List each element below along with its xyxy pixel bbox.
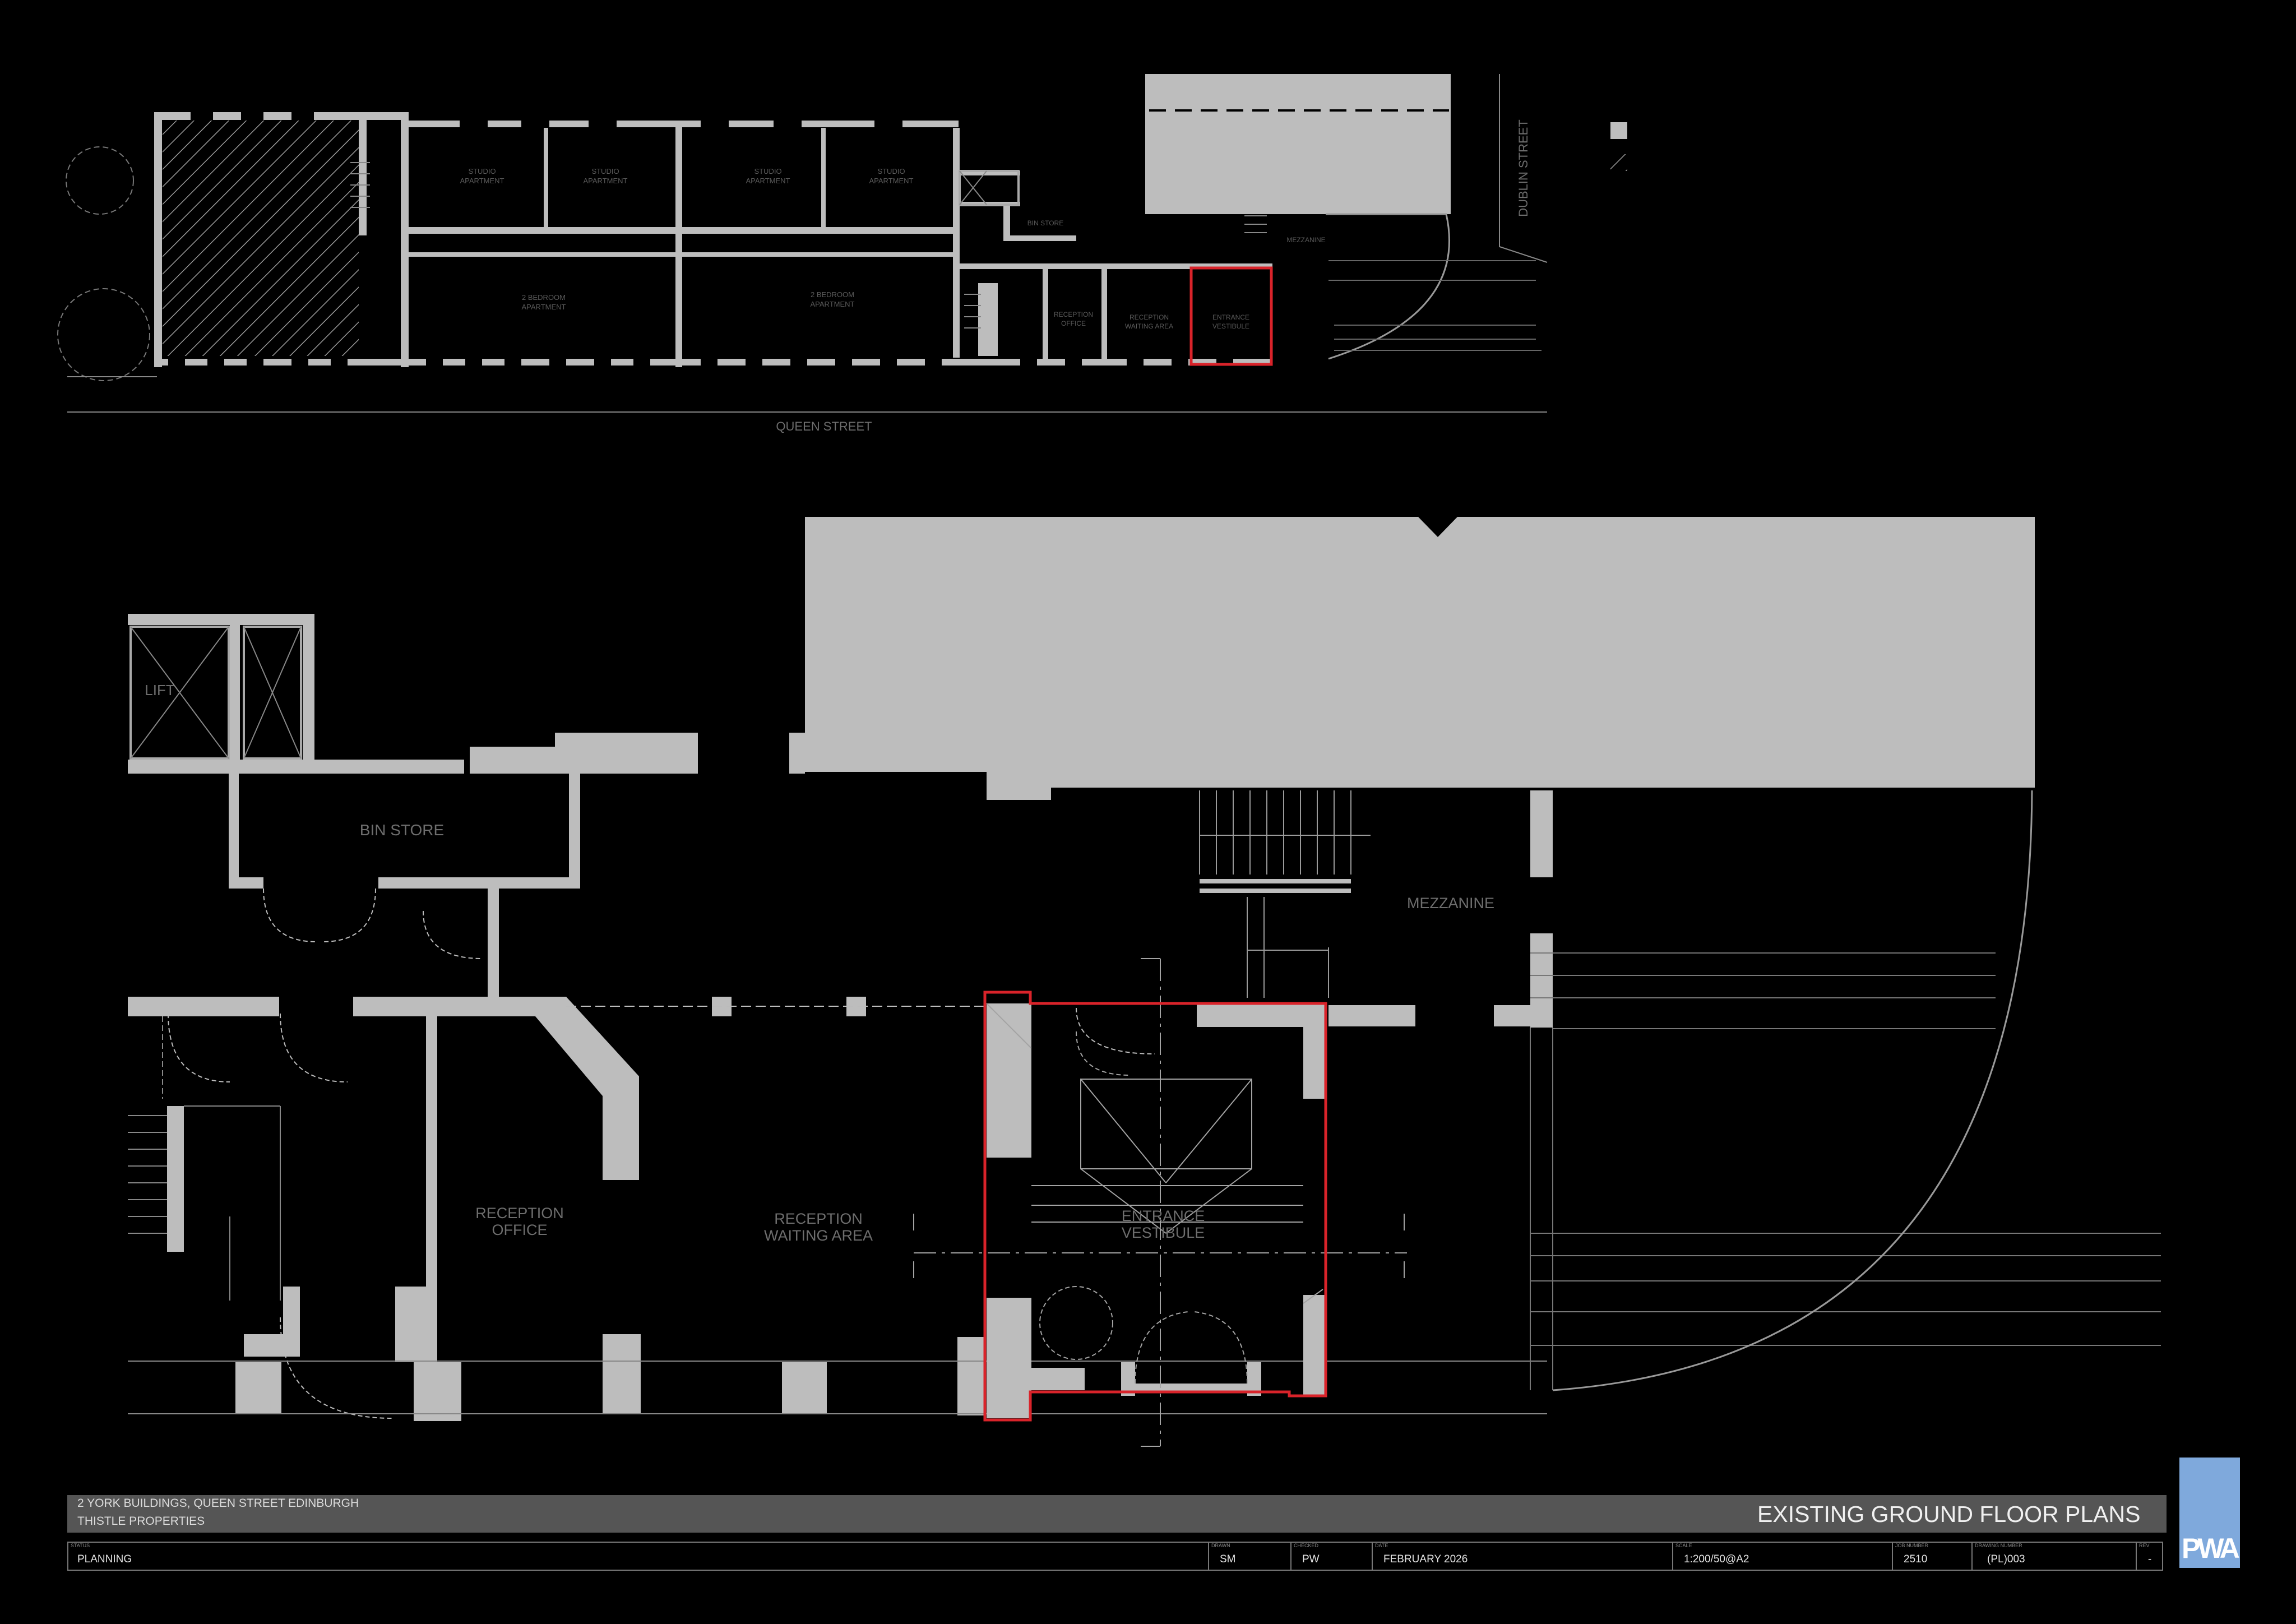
key-studio-3-l2: APARTMENT (746, 177, 790, 185)
info-row (67, 1542, 2163, 1571)
key-reception-waiting-l2: WAITING AREA (1125, 322, 1173, 330)
rev-value: - (2148, 1553, 2152, 1565)
dublin-street-label: DUBLIN STREET (1516, 119, 1530, 217)
queen-street-label: QUEEN STREET (776, 419, 872, 433)
project-address: 2 YORK BUILDINGS, QUEEN STREET EDINBURGH (77, 1497, 359, 1510)
key-studio-2-l1: STUDIO (591, 167, 619, 175)
key-entrance-highlight (1189, 266, 1273, 366)
checked-caption: CHECKED (1294, 1543, 1319, 1548)
key-mezzanine-label: MEZZANINE (1286, 236, 1325, 244)
drawing-number-caption: DRAWING NUMBER (1975, 1543, 2022, 1548)
key-2bed-2-l2: APARTMENT (811, 300, 855, 308)
key-studio-1-l1: STUDIO (468, 167, 496, 175)
key-reception-waiting-l1: RECEPTION (1130, 313, 1169, 321)
key-2bed-2-l1: 2 BEDROOM (811, 290, 854, 299)
scale-caption: SCALE (1675, 1543, 1692, 1548)
status-caption: STATUS (71, 1543, 90, 1548)
key-hatched-block (163, 121, 359, 356)
entrance-highlight (983, 991, 1327, 1422)
job-caption: JOB NUMBER (1895, 1543, 1929, 1548)
bin-store-label: BIN STORE (360, 821, 444, 839)
key-studio-4-l2: APARTMENT (869, 177, 914, 185)
reception-office-label-1: RECEPTION (475, 1205, 564, 1222)
scale-value: 1:200/50@A2 (1684, 1553, 1749, 1565)
key-studio-3-l1: STUDIO (754, 167, 781, 175)
job-value: 2510 (1904, 1553, 1928, 1565)
key-large-block (1145, 74, 1451, 214)
main-large-block (805, 517, 2035, 800)
date-value: FEBRUARY 2026 (1383, 1553, 1468, 1565)
key-reception-office-l1: RECEPTION (1054, 311, 1093, 318)
key-tree-2 (57, 288, 150, 381)
client-name: THISTLE PROPERTIES (77, 1515, 205, 1528)
vestibule-label-1: ENTRANCE (1122, 1207, 1205, 1224)
legend-solid (1610, 122, 1627, 139)
vestibule-label-2: VESTIBULE (1122, 1224, 1205, 1241)
key-plan: STUDIO APARTMENT STUDIO APARTMENT STUDIO… (57, 74, 1627, 433)
waiting-area-label-2: WAITING AREA (764, 1227, 873, 1244)
key-studio-2-l2: APARTMENT (584, 177, 628, 185)
key-studio-1-l2: APARTMENT (460, 177, 504, 185)
key-entrance-vestibule-l1: ENTRANCE (1212, 313, 1249, 321)
key-bin-store-label: BIN STORE (1027, 219, 1063, 227)
reception-office-label-2: OFFICE (492, 1222, 548, 1238)
status-value: PLANNING (77, 1553, 132, 1565)
pwa-logo: PWA (2179, 1458, 2240, 1568)
lift-label: LIFT (145, 682, 175, 698)
key-tree-1 (66, 146, 134, 215)
rev-caption: REV (2139, 1543, 2150, 1548)
key-studio-4-l1: STUDIO (877, 167, 905, 175)
title-bar (67, 1495, 2167, 1533)
key-reception-office-l2: OFFICE (1061, 320, 1086, 327)
mezzanine-label: MEZZANINE (1407, 895, 1494, 912)
checked-value: PW (1302, 1553, 1320, 1565)
date-caption: DATE (1375, 1543, 1388, 1548)
drawing-title: EXISTING GROUND FLOOR PLANS (1757, 1501, 2141, 1527)
drawing-number-value: (PL)003 (1987, 1553, 2025, 1565)
legend-hatched (1610, 154, 1627, 171)
drawn-caption: DRAWN (1211, 1543, 1230, 1548)
key-2bed-1-l1: 2 BEDROOM (522, 293, 566, 302)
drawn-value: SM (1220, 1553, 1236, 1565)
key-entrance-vestibule-l2: VESTIBULE (1212, 322, 1249, 330)
key-2bed-1-l2: APARTMENT (522, 303, 566, 311)
main-plan: LIFT BIN STORE (128, 517, 2161, 1447)
waiting-area-label-1: RECEPTION (774, 1210, 863, 1227)
pwa-logo-text: PWA (2182, 1533, 2240, 1564)
